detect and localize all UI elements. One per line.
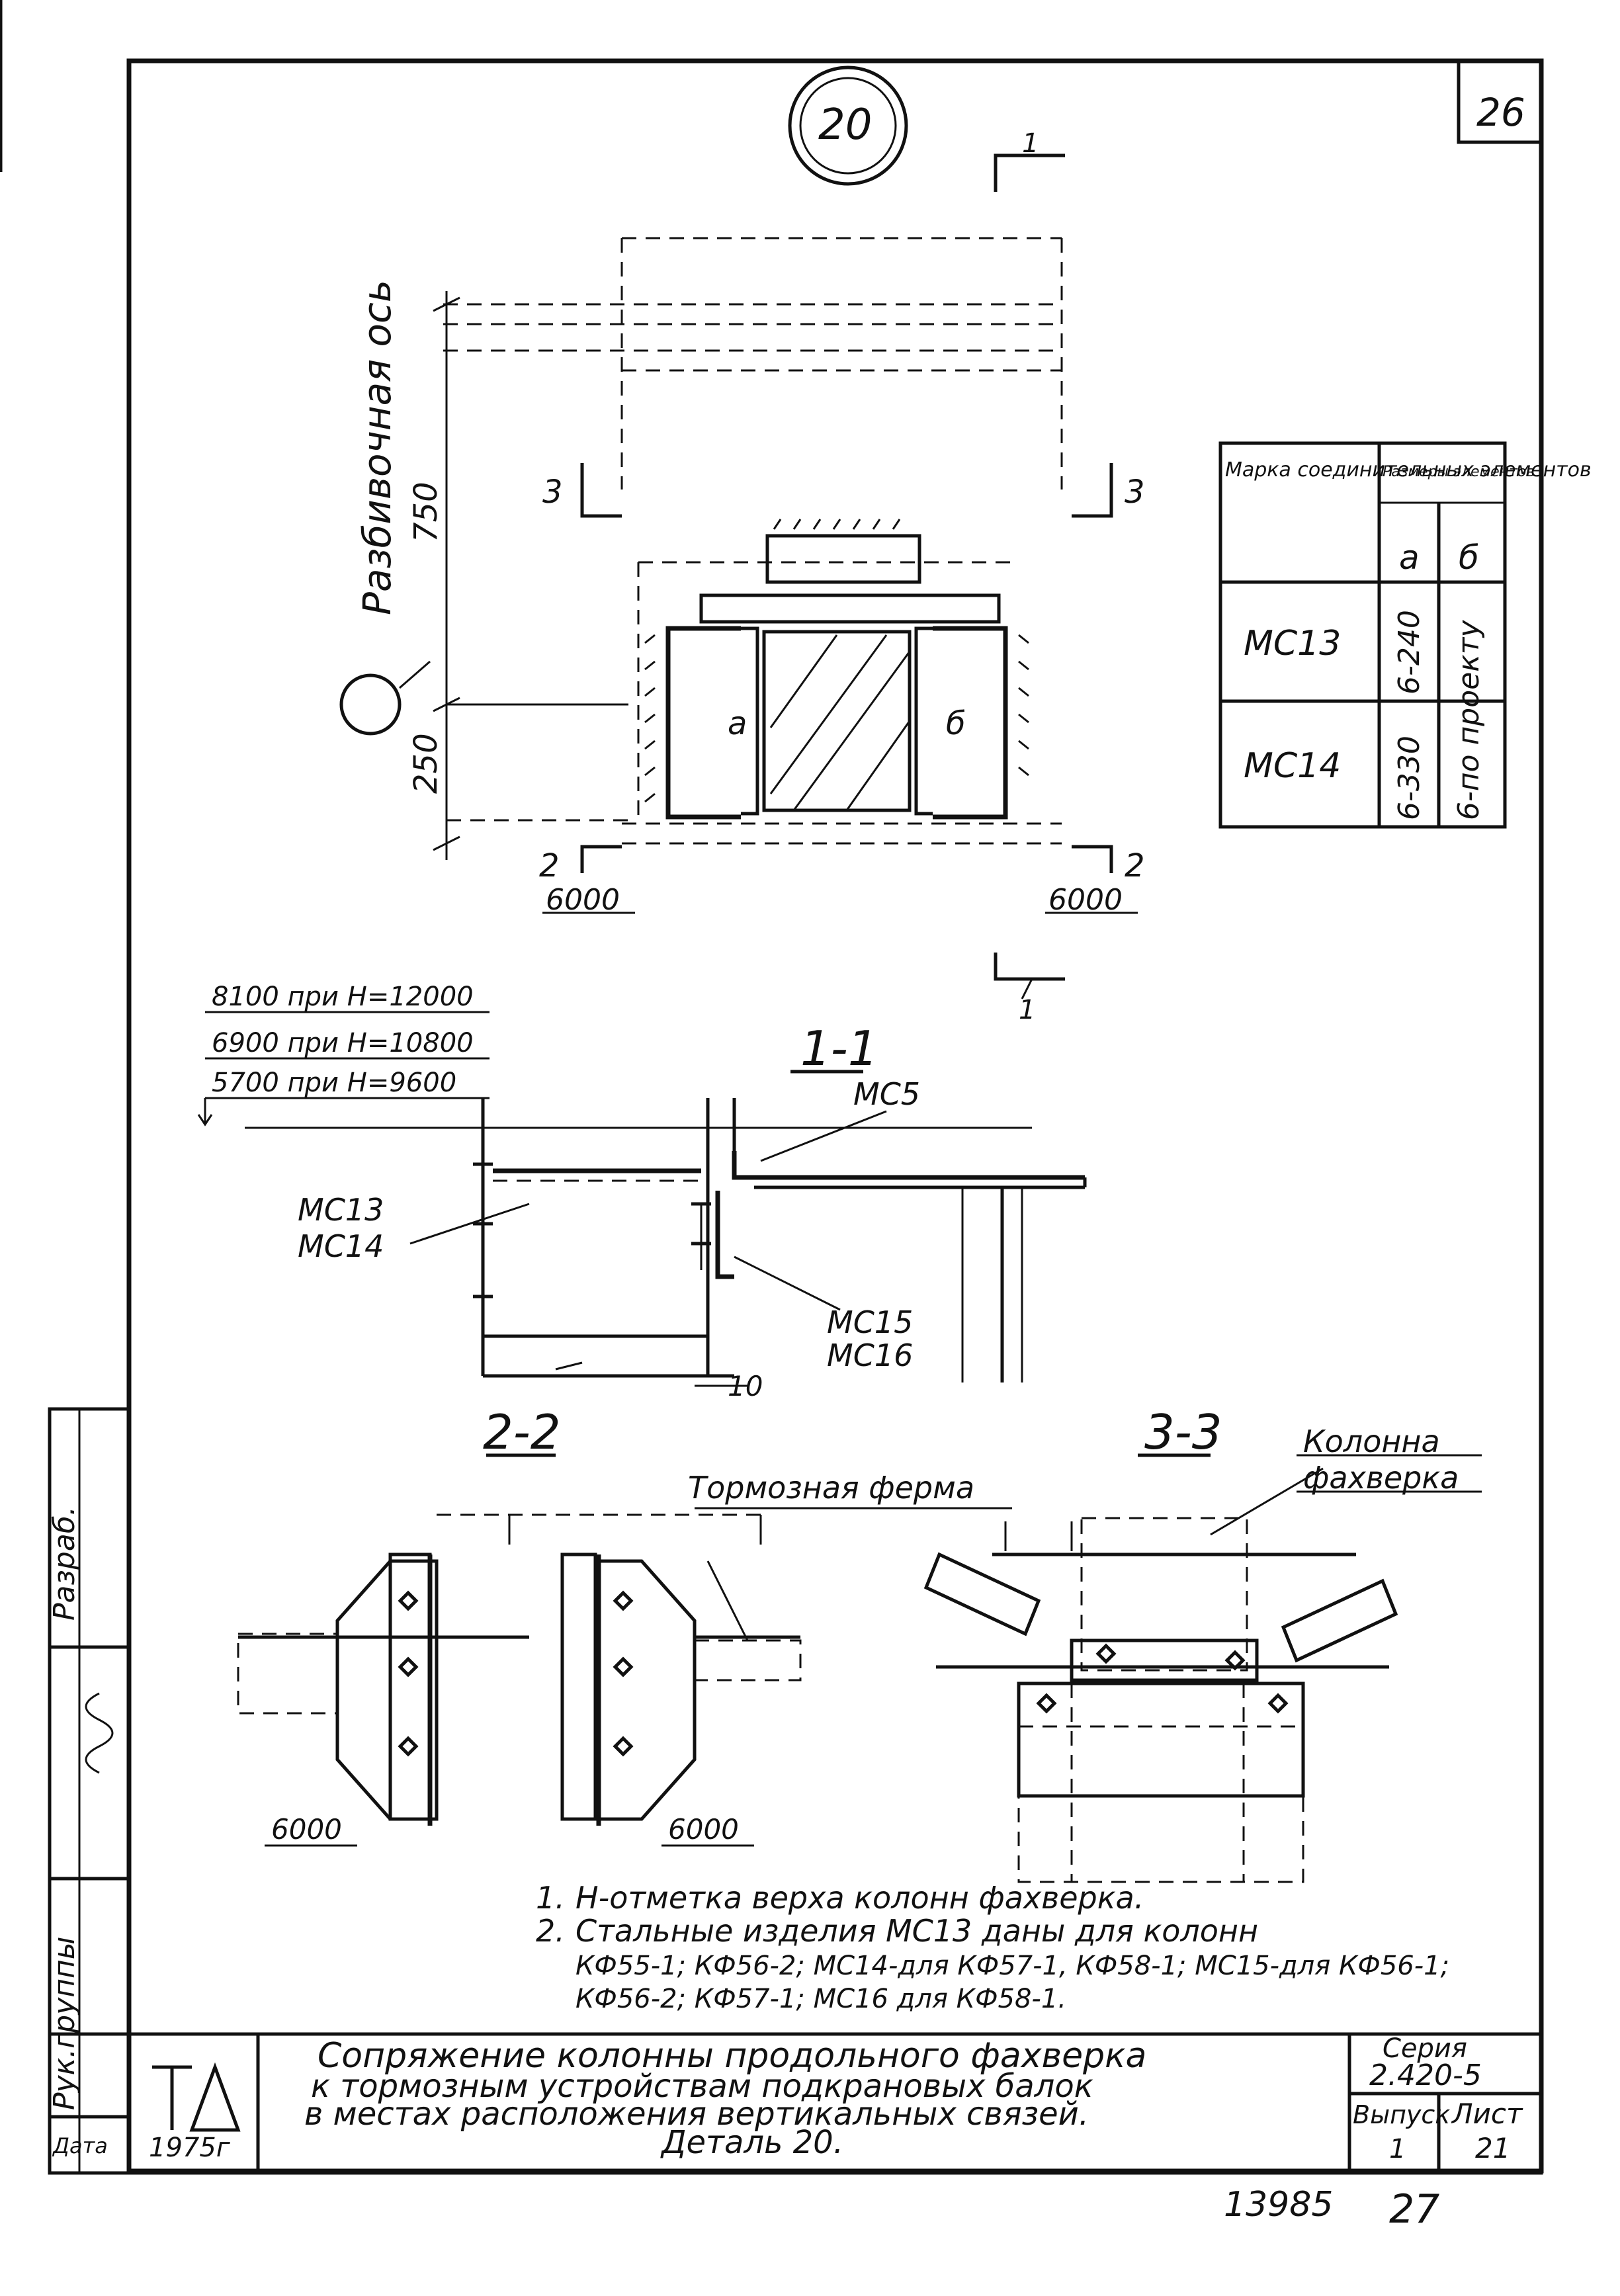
section-1-mark-bottom: 1	[1019, 995, 1035, 1025]
label-mc16: МС16	[827, 1338, 913, 1373]
section-2-mark-left: 2	[539, 847, 560, 884]
column-label-2: фахверка	[1303, 1460, 1459, 1496]
mark-table	[1218, 441, 1507, 829]
note-1-number: 1.	[536, 1880, 565, 1916]
mark-table-header-2: Размеры элементов	[1383, 464, 1535, 480]
note-1-text: Н-отметка верха колонн фахверка.	[576, 1880, 1144, 1916]
title-line-1: Сопряжение колонны продольного фахверка	[318, 2036, 1146, 2076]
issue-value: 1	[1389, 2134, 1406, 2164]
detail-number: 20	[818, 101, 872, 149]
brake-truss-label: Тормозная ферма	[688, 1470, 974, 1506]
dim-250: 250	[407, 733, 445, 794]
axis-label: Разбивочная ось	[355, 280, 400, 615]
detail-circle	[788, 65, 908, 186]
issue-label: Выпуск	[1353, 2100, 1450, 2129]
section-2-2-6000-left: 6000	[271, 1813, 342, 1846]
section-3-mark-right: 3	[1125, 474, 1145, 511]
section-2-2-6000-right: 6000	[668, 1813, 739, 1846]
sheet-frame	[0, 0, 1544, 2174]
title-year: 1975г	[149, 2133, 231, 2163]
mark-table-row2-a: 6-330	[1392, 736, 1426, 820]
side-cell-2: Рук.группы	[48, 1937, 81, 2111]
section-3-3-title: 3-3	[1144, 1404, 1222, 1460]
side-strip	[48, 1407, 131, 2175]
section-1-1-title: 1-1	[800, 1021, 878, 1076]
page-number: 27	[1389, 2186, 1439, 2232]
section-2-2	[237, 1453, 1012, 1847]
column-label-1: Колонна	[1303, 1424, 1440, 1459]
section-3-3	[923, 1453, 1482, 1883]
title-line-3: в местах расположения вертикальных связе…	[304, 2096, 1089, 2133]
side-cell-1: Разраб.	[48, 1506, 81, 1621]
level-6900: 6900 при Н=10800	[212, 1028, 474, 1058]
series-label: Серия	[1383, 2033, 1467, 2064]
sheet-label: Лист	[1451, 2098, 1523, 2130]
mark-table-row1-a: 6-240	[1392, 610, 1426, 695]
plan-part-a: а	[728, 705, 747, 742]
section-1-1	[197, 1011, 1087, 1387]
section-2-mark-right: 2	[1125, 847, 1145, 884]
title-line-4: Деталь 20.	[660, 2124, 843, 2161]
mark-table-row2-mark: МС14	[1244, 746, 1341, 786]
dim-10: 10	[728, 1370, 763, 1402]
sheet-number-top: 26	[1476, 90, 1525, 135]
label-mc15: МС15	[827, 1304, 913, 1340]
label-mc13: МС13	[298, 1192, 384, 1228]
note-2-line-1: Стальные изделия МС13 даны для колонн	[576, 1913, 1258, 1949]
label-mc5: МС5	[853, 1076, 920, 1112]
plan-view	[339, 153, 1138, 999]
mark-table-header-1: Марка соединительных элементов	[1225, 458, 1592, 482]
title-line-2: к тормозным устройствам подкрановых бало…	[311, 2068, 1093, 2105]
mark-table-sub-b: б	[1459, 538, 1479, 577]
mark-table-row1-mark: МС13	[1244, 624, 1341, 663]
note-2-line-3: КФ56-2; КФ57-1; МС16 для КФ58-1.	[576, 1984, 1066, 2014]
mark-table-sub-a: а	[1399, 538, 1420, 577]
section-1-mark-top: 1	[1022, 128, 1039, 159]
note-2-line-2: КФ55-1; КФ56-2; МС14-для КФ57-1, КФ58-1;…	[576, 1951, 1449, 1981]
plan-part-b: б	[946, 705, 966, 742]
sheet-code: 13985	[1224, 2185, 1333, 2225]
mark-table-row1-b: 6-по проекту	[1452, 620, 1486, 820]
level-8100: 8100 при Н=12000	[212, 982, 474, 1012]
series-value: 2.420-5	[1369, 2059, 1482, 2092]
level-5700: 5700 при Н=9600	[212, 1068, 456, 1098]
note-2-number: 2.	[536, 1913, 565, 1949]
dim-750: 750	[407, 482, 445, 542]
plan-6000-left: 6000	[546, 883, 620, 917]
label-mc14: МС14	[298, 1228, 384, 1264]
section-3-mark-left: 3	[542, 474, 563, 511]
sheet-value: 21	[1475, 2132, 1510, 2164]
signature	[85, 1692, 114, 1774]
side-cell-3: Дата	[52, 2133, 108, 2158]
plan-6000-right: 6000	[1048, 883, 1123, 917]
section-2-2-title: 2-2	[483, 1404, 561, 1460]
